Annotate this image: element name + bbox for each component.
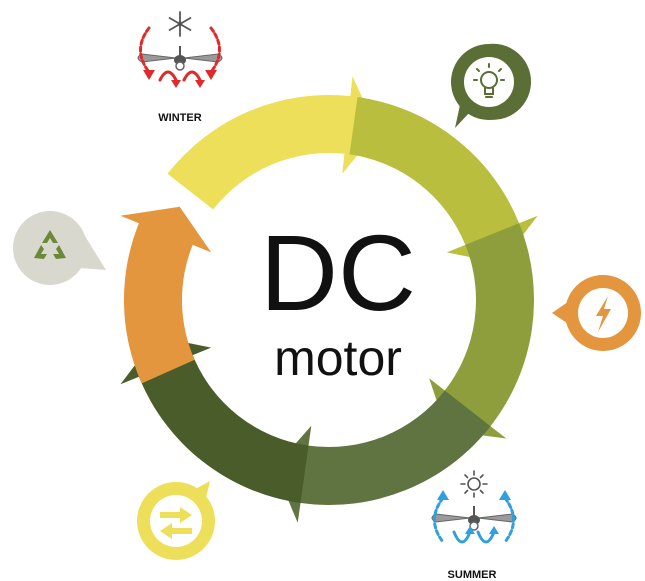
center-title-motor: motor [274, 330, 402, 386]
swap-arrows-icon [160, 507, 192, 539]
summer-fan-group: SUMMER [431, 470, 517, 581]
lightning-icon [596, 296, 611, 332]
ring-segment-2 [349, 97, 538, 264]
recycle-badge [13, 211, 106, 285]
ring-segment-3 [429, 223, 535, 439]
summer-label: SUMMER [448, 569, 497, 581]
winter-arrowheads [143, 70, 217, 88]
cycle-ring [120, 76, 538, 523]
summer-airflow-arrows [433, 496, 515, 544]
lightbulb-icon [473, 63, 505, 98]
ring-segment-1 [167, 76, 378, 210]
lightbulb-badge [451, 43, 532, 129]
energy-badge [552, 275, 641, 351]
snowflake-icon [168, 11, 192, 37]
ring-segment-6 [120, 206, 212, 384]
sun-icon [460, 470, 488, 498]
ceiling-fan-icon [137, 45, 223, 71]
ring-segment-5 [120, 336, 309, 503]
ring-segment-4 [274, 390, 491, 523]
winter-fan-group: WINTER [137, 11, 223, 124]
center-title-dc: DC [260, 212, 416, 333]
winter-airflow-arrows [139, 26, 221, 82]
swap-badge [137, 481, 215, 560]
summer-arrowheads [437, 490, 511, 534]
recycle-icon [34, 230, 66, 259]
ceiling-fan-icon [431, 505, 517, 531]
winter-label: WINTER [158, 112, 201, 124]
